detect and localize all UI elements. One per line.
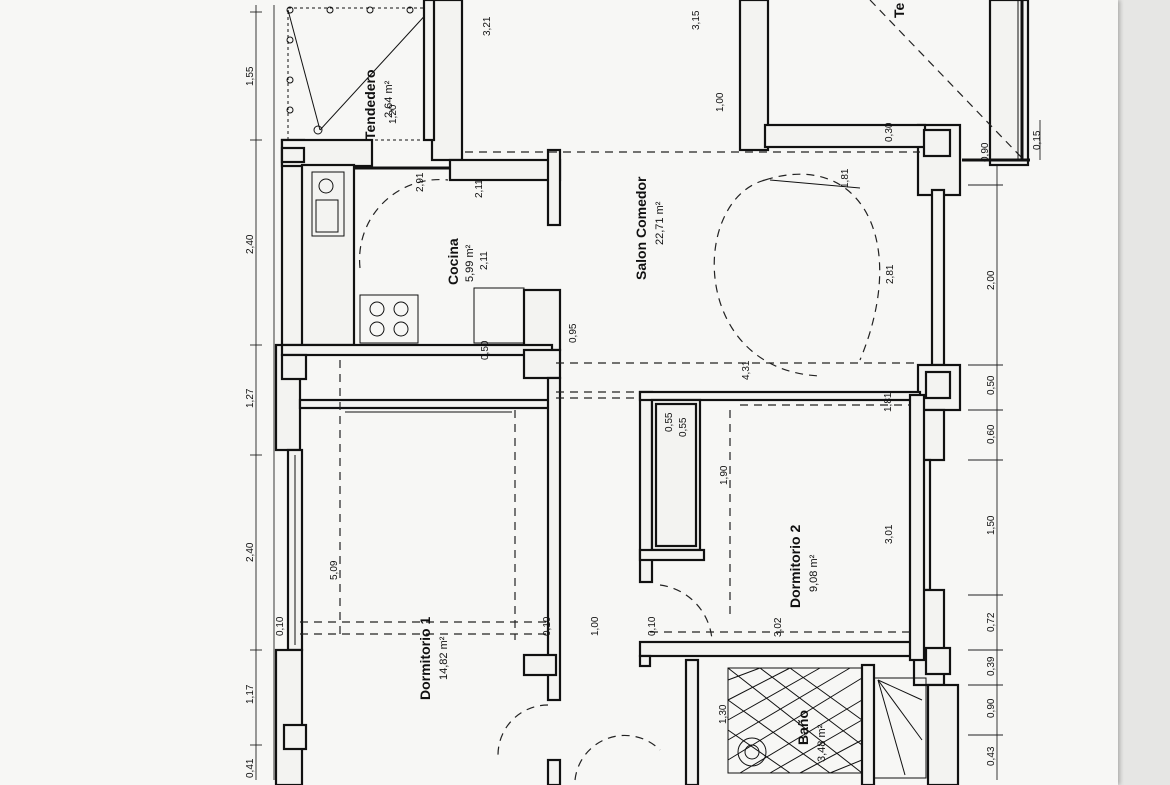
door-swings — [497, 584, 713, 781]
int-dim-2: 1,00 — [715, 92, 726, 112]
right-dim-5: 0,39 — [986, 656, 997, 676]
int-dim-6: 0,95 — [568, 323, 579, 343]
int-dim-15: 3,02 — [773, 617, 784, 637]
int-dim-16: 4,31 — [741, 360, 752, 380]
int-dim-25: 0,55 — [678, 417, 689, 437]
salon-name: Salon Comedor — [633, 176, 649, 280]
left-dim-2: 1,27 — [245, 388, 256, 408]
int-dim-10: 3,01 — [884, 524, 895, 544]
int-dim-14: 0,10 — [647, 616, 658, 636]
interior-walls — [280, 151, 926, 785]
dormitorio1-name: Dormitorio 1 — [417, 617, 433, 700]
left-dim-5: 0,41 — [245, 758, 256, 778]
int-dim-7: 0,50 — [480, 340, 491, 360]
cocina-name: Cocina — [445, 238, 461, 285]
tendedero-area-label: 2,64 m² — [383, 80, 395, 118]
int-dim-3: 0,30 — [884, 122, 895, 142]
salon-door-swings — [713, 173, 881, 377]
interior-dimension-labels: 3,21 3,15 1,00 0,30 2,11 2,81 0,95 0,50 … — [275, 10, 1043, 724]
bano-name: Baño — [795, 710, 811, 745]
dormitorio2-area-label: 9,08 m² — [808, 554, 820, 592]
bathroom-fixtures — [727, 667, 927, 779]
terraza-name: Te — [891, 2, 907, 18]
right-dimension-line — [968, 120, 1041, 780]
int-dim-20: 1,20 — [388, 104, 399, 124]
right-dim-7: 0,43 — [986, 746, 997, 766]
tendedero-name: Tendedero — [362, 69, 378, 140]
int-dim-5: 2,81 — [885, 264, 896, 284]
left-dim-4: 1,17 — [245, 684, 256, 704]
int-dim-19: 0,15 — [1032, 130, 1043, 150]
cocina-area-label: 5,99 m² — [464, 244, 476, 282]
dormitorio1-area-label: 14,82 m² — [438, 636, 450, 680]
left-dimension-line — [250, 5, 275, 780]
int-dim-8: 5,09 — [329, 560, 340, 580]
left-dim-0: 1,55 — [245, 66, 256, 86]
salon-area-label: 22,71 m² — [654, 201, 666, 245]
left-dimension-labels: 1,55 2,40 1,27 2,40 1,17 0,41 — [245, 66, 256, 778]
room-labels: Tendedero 2,64 m² Cocina 5,99 m² Salon C… — [362, 2, 907, 762]
right-dim-0: 2,00 — [986, 270, 997, 290]
right-dim-6: 0,90 — [986, 698, 997, 718]
int-dim-0: 3,21 — [482, 16, 493, 36]
int-dim-26: 0,10 — [542, 616, 553, 636]
int-dim-4: 2,11 — [479, 251, 490, 270]
right-dim-4: 0,72 — [986, 612, 997, 632]
int-dim-22: 2,91 — [415, 172, 426, 192]
int-dim-12: 0,55 — [664, 412, 675, 432]
bano-area-label: 3,48 m² — [816, 724, 828, 762]
columns — [280, 128, 952, 751]
int-dim-17: 1,81 — [840, 168, 851, 188]
int-dim-13: 1,00 — [590, 616, 601, 636]
int-dim-1: 3,15 — [691, 10, 702, 30]
terraza-area — [869, 0, 1024, 160]
int-dim-9: 1,90 — [719, 465, 730, 485]
right-dimension-labels: 2,00 0,50 0,60 1,50 0,72 0,39 0,90 0,43 — [986, 270, 997, 766]
int-dim-18: 1,81 — [883, 392, 894, 412]
dormitorio2-name: Dormitorio 2 — [787, 525, 803, 608]
kitchen — [300, 148, 562, 352]
int-dim-24: 0,10 — [275, 616, 286, 636]
int-dim-21: 0,90 — [980, 142, 991, 162]
left-dim-1: 2,40 — [245, 234, 256, 254]
right-dim-3: 1,50 — [986, 515, 997, 535]
left-dim-3: 2,40 — [245, 542, 256, 562]
right-dim-1: 0,50 — [986, 375, 997, 395]
right-dim-2: 0,60 — [986, 424, 997, 444]
tendedero-area — [286, 0, 436, 142]
int-dim-11: 1,30 — [718, 704, 729, 724]
int-dim-23: 2,11 — [474, 179, 485, 198]
